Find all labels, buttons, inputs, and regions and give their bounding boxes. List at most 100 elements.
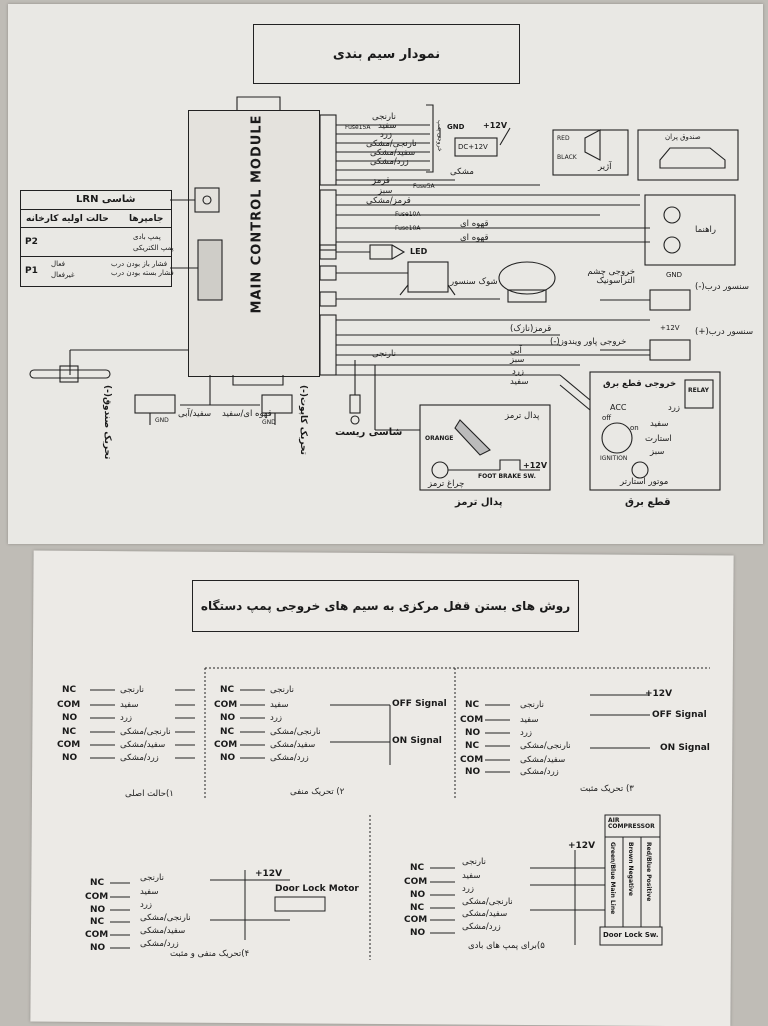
wire-label: زرد [380, 130, 392, 140]
terminal-nc: NC [220, 727, 235, 737]
wire-label: نارنجی/مشکی [520, 741, 571, 751]
trunk-label: صندوق پران [665, 133, 701, 141]
wire-label: سفید [120, 700, 139, 710]
orange-en-label: ORANGE [425, 435, 454, 442]
caption-4: ۴)تحریک منفی و مثبت [170, 949, 250, 959]
fuse-label: Fuse10A [395, 225, 421, 232]
terminal-nc: NC [90, 917, 105, 927]
wire-label: سبز [378, 186, 393, 196]
wire-label: سبز [650, 447, 665, 457]
table-row-p2: P2 پمپ بادی پمپ الکتریکی [21, 227, 174, 257]
gnd-label: GND [155, 417, 169, 424]
gnd-label: GND [447, 123, 465, 131]
terminal-no: NO [220, 713, 236, 723]
wire-label: سبز [510, 355, 525, 365]
door-lock-motor-label: Door Lock Motor [275, 884, 359, 894]
brake-pedal-box-label: پدال ترمز [505, 411, 540, 421]
col-red-blue: Red/Blue Positive [645, 842, 652, 902]
wire-label: زرد/مشکی [270, 753, 309, 763]
terminal-nc: NC [410, 903, 425, 913]
air-compressor-label: AIR COMPRESSOR [608, 817, 655, 830]
col-brown: Brown Negative [627, 842, 634, 896]
power-window-label: خروجی پاور ویندوز(-) [550, 337, 627, 347]
wire-label: سفید [462, 871, 481, 881]
wire-label: زرد [520, 728, 532, 738]
wire-label: قرمز [372, 176, 390, 186]
door-sensor-plus: سنسور درب(+) [695, 327, 754, 337]
wire-label: مشکی [450, 167, 474, 177]
fuse-label: Fuse15A [345, 124, 371, 131]
wire-label: نارنجی [120, 685, 144, 695]
plus12-label: +12V [568, 841, 596, 851]
caption-5: ۵)برای پمپ های بادی [468, 941, 545, 951]
shock-sensor-label: شوک سنسور [450, 277, 498, 287]
terminal-nc: NC [465, 741, 480, 751]
wire-label: سفید/آبی [178, 409, 212, 419]
terminal-no: NO [220, 753, 236, 763]
plus12-label: +12V [523, 461, 548, 470]
wire-label: زرد/مشکی [140, 939, 179, 949]
relay-label: RELAY [688, 387, 709, 394]
page-title-door-lock: روش های بستن قفل مرکزی به سیم های خروجی … [192, 580, 579, 632]
wire-label: زرد/مشکی [370, 157, 409, 167]
off-signal-label: OFF Signal [392, 699, 447, 709]
wire-label: سفید [510, 377, 529, 387]
wire-label: سفید [520, 715, 539, 725]
wire-label: سفید [650, 419, 669, 429]
wire-label: نارنجی/مشکی [270, 727, 321, 737]
pump-outputs-label: خروجی پمپ [436, 120, 443, 152]
wire-label: قهوه ای [460, 233, 489, 243]
trunk-trigger-label: تحریک صندوق(-) [102, 385, 112, 460]
terminal-com: COM [57, 700, 81, 710]
wire-label: قرمز/مشکی [366, 196, 411, 206]
ultrasonic-label: خروجی چشم التراسونیک [587, 267, 635, 286]
brake-pedal-label: پدال ترمز [455, 497, 503, 508]
terminal-com: COM [57, 740, 81, 750]
wire-label: زرد/مشکی [462, 922, 501, 932]
led-label: LED [410, 247, 428, 256]
terminal-com: COM [85, 930, 109, 940]
terminal-nc: NC [465, 700, 480, 710]
caption-1: ۱)حالت اصلی [125, 789, 174, 799]
wire-label: سفید/مشکی [140, 926, 186, 936]
wire-label: سفید/مشکی [270, 740, 316, 750]
wire-label: قرمز(نازک) [510, 324, 552, 334]
wiring-sheet-top [8, 4, 763, 544]
page-title-wiring: نمودار سیم بندی [253, 24, 520, 84]
wire-label: سفید [270, 700, 289, 710]
cut-power-label: قطع برق [625, 497, 671, 508]
relay-out-label: خروجی قطع برق [603, 379, 677, 389]
hood-trigger-label: تحریک کاپوت(-) [298, 385, 308, 455]
wire-label: نارنجی [140, 873, 164, 883]
start-label: استارت [645, 434, 672, 444]
terminal-com: COM [404, 915, 428, 925]
wire-label: زرد [270, 713, 282, 723]
wire-label: نارنجی [372, 112, 396, 122]
terminal-no: NO [410, 890, 426, 900]
fuse-label: Fuse5A [413, 183, 435, 190]
plus12-label: +12V [255, 869, 283, 879]
gnd-label: GND [262, 419, 276, 426]
terminal-com: COM [460, 755, 484, 765]
wire-label: سفید/مشکی [120, 740, 166, 750]
wire-label: زرد/مشکی [120, 753, 159, 763]
terminal-nc: NC [62, 685, 77, 695]
terminal-nc: NC [90, 878, 105, 888]
terminal-no: NO [410, 928, 426, 938]
caption-2: ۲) تحریک منفی [290, 787, 345, 797]
starter-motor-label: موتور استارتر [620, 477, 669, 487]
terminal-no: NO [62, 753, 78, 763]
fuse-label: Fuse10A [395, 211, 421, 218]
wire-label: زرد [140, 900, 152, 910]
wire-label: نارنجی/مشکی [120, 727, 171, 737]
terminal-no: NO [90, 905, 106, 915]
wire-label: سفید/مشکی [370, 148, 416, 158]
wire-label: سفید/مشکی [462, 909, 508, 919]
terminal-nc: NC [220, 685, 235, 695]
terminal-com: COM [460, 715, 484, 725]
table-row-p1: P1 فشار باز بودن درب فشار بسته بودن درب … [21, 256, 174, 287]
wire-label: زرد [462, 884, 474, 894]
wire-label: نارنجی/مشکی [366, 139, 417, 149]
